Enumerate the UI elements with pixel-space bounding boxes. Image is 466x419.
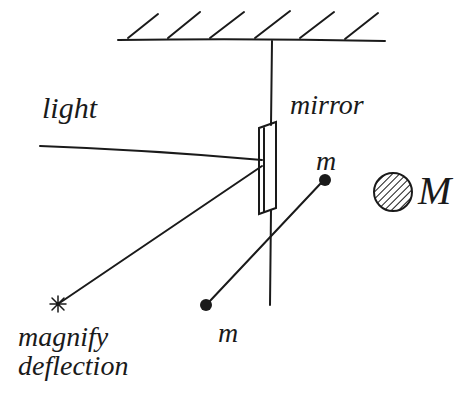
reflected-ray <box>58 166 262 304</box>
large-mass <box>374 173 412 211</box>
mass-label: m <box>316 146 336 175</box>
large-mass-label: M <box>418 170 451 212</box>
ceiling-hatch <box>128 11 378 39</box>
spot-mark <box>50 296 66 312</box>
light-ray <box>40 146 262 160</box>
mirror-label: mirror <box>290 90 364 119</box>
small-mass <box>200 299 212 311</box>
mass-label: m <box>218 318 238 347</box>
torsion-fibre <box>270 41 272 305</box>
mirror <box>259 122 276 214</box>
rod <box>209 182 322 302</box>
note-label: magnify deflection <box>18 322 168 381</box>
small-mass <box>319 174 331 186</box>
mirror-edge <box>263 128 265 212</box>
light-label: light <box>42 92 97 124</box>
